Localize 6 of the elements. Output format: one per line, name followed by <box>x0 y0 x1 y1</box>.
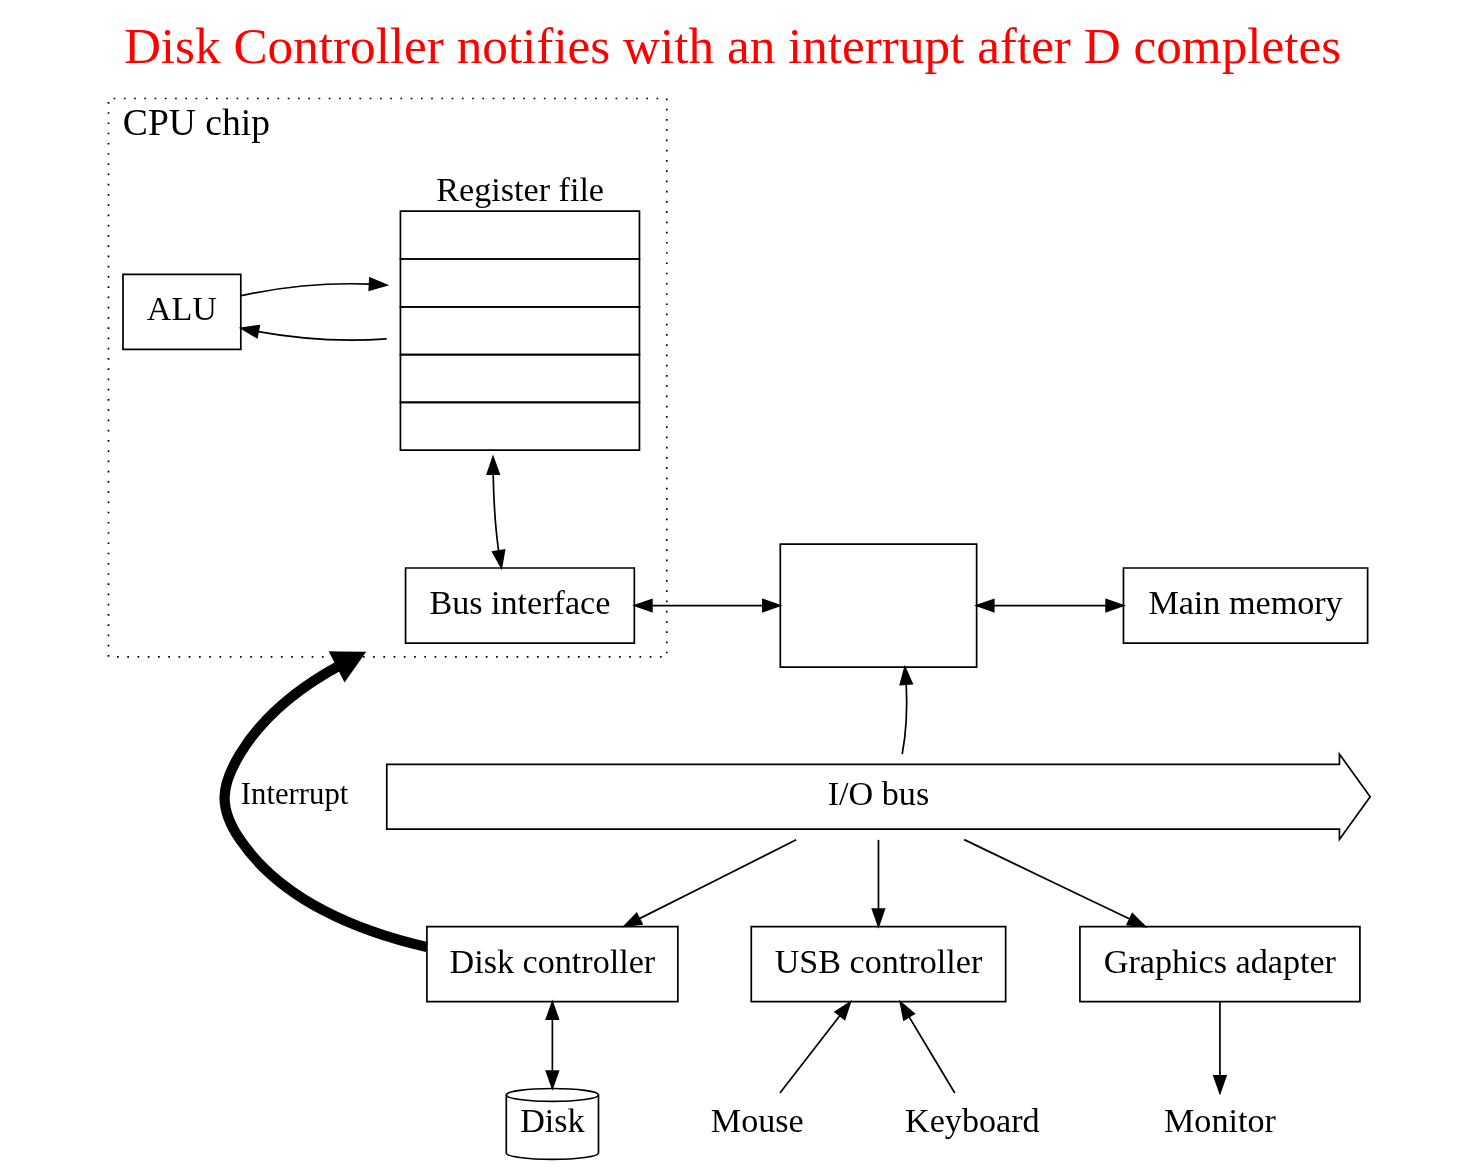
diagram-title: Disk Controller notifies with an interrupt after D completes <box>123 16 1342 74</box>
node-text: Mouse <box>710 1102 804 1140</box>
node-text: Keyboard <box>905 1102 1040 1140</box>
node-label: Register file <box>436 170 605 208</box>
node-text: Monitor <box>1164 1102 1276 1140</box>
edge-label: Interrupt <box>240 777 349 812</box>
